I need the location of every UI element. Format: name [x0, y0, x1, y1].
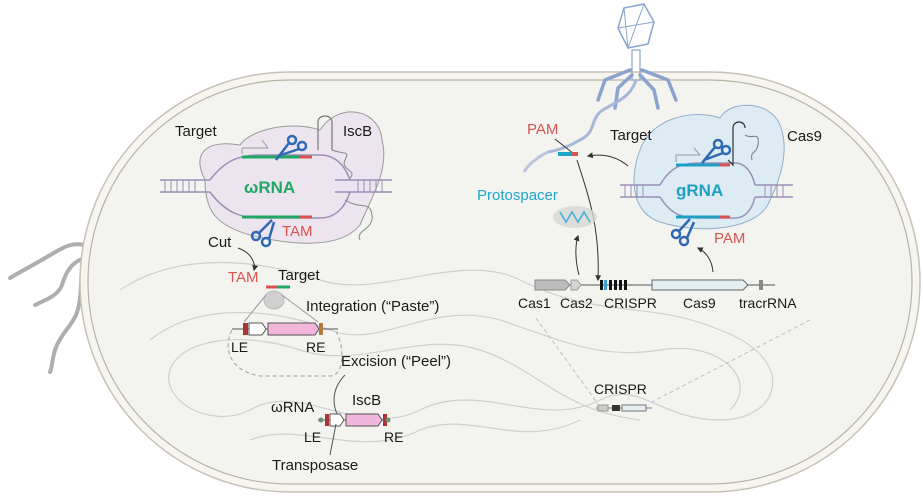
cut-label: Cut [208, 234, 232, 251]
genomic-wrna-label: ωRNA [271, 399, 314, 416]
tam-label: TAM [282, 223, 313, 240]
cas9-protein-label: Cas9 [787, 128, 822, 145]
cut-tam-label: TAM [228, 269, 259, 286]
excision-label: Excision (“Peel”) [341, 353, 451, 370]
genome-crispr-label: CRISPR [594, 381, 647, 397]
grna-label: gRNA [676, 181, 723, 200]
cas9-target-label: Target [610, 127, 653, 144]
genomic-re-label: RE [384, 429, 403, 445]
pam-top-label: PAM [527, 121, 558, 138]
protospacer-dna [553, 206, 597, 228]
genomic-le-label: LE [304, 429, 321, 445]
scissors-icon [250, 219, 276, 248]
phage [547, 3, 678, 154]
transposase-label: Transposase [272, 457, 358, 474]
gene-label-cas9: Cas9 [683, 295, 716, 311]
circular-element [227, 322, 343, 377]
integration-label: Integration (“Paste”) [306, 298, 439, 315]
gene-label-crispr: CRISPR [604, 295, 657, 311]
phage-dna-injected [522, 150, 578, 173]
cas9-complex [620, 104, 793, 230]
genome-crispr-marker [596, 404, 652, 412]
chromosome [119, 261, 774, 443]
scissors-icon [701, 138, 732, 164]
crispr-locus [534, 279, 775, 291]
flagella [8, 242, 90, 374]
iscb-genomic-element [318, 413, 391, 427]
wrna-label: ωRNA [244, 178, 295, 197]
cut-target-label: Target [278, 267, 321, 284]
iscb-protein-label: IscB [343, 123, 372, 140]
gene-label-cas1: Cas1 [518, 295, 551, 311]
transposase-blob [263, 290, 285, 310]
gene-label-tracrrna: tracrRNA [739, 295, 797, 311]
gene-label-cas2: Cas2 [560, 295, 593, 311]
circular-re-label: RE [306, 339, 325, 355]
zoom-guide-lines [535, 317, 811, 405]
protospacer-label: Protospacer [477, 187, 558, 204]
iscb-target-label: Target [175, 123, 218, 140]
scissors-icon [275, 134, 308, 161]
genomic-iscb-label: IscB [352, 392, 381, 409]
scissors-icon [670, 218, 696, 247]
pam-bottom-label: PAM [714, 230, 745, 247]
circular-le-label: LE [231, 339, 248, 355]
iscb-complex [160, 111, 392, 244]
